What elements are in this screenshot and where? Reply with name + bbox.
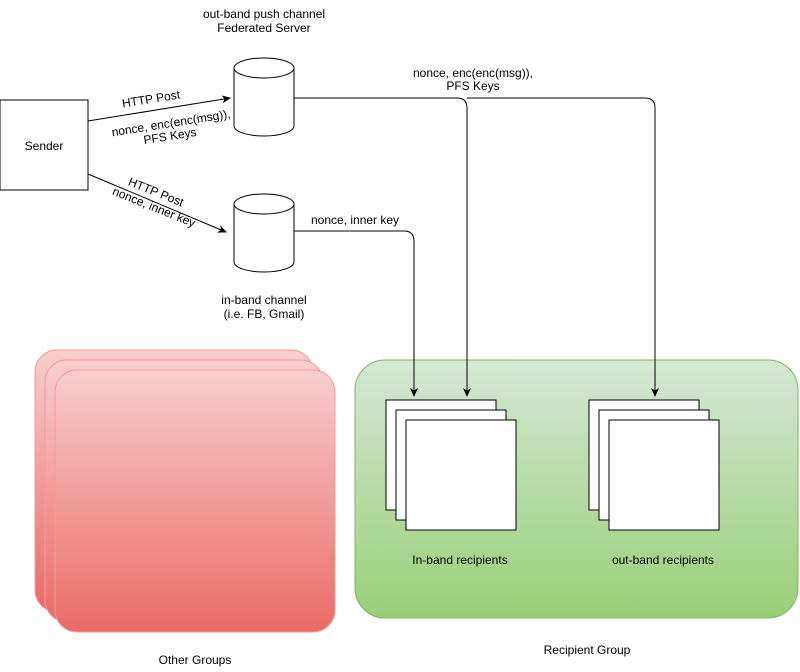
edge-server-to-inband-recipients	[294, 97, 471, 397]
edge-label-inband-recipients: nonce, inner key	[311, 213, 400, 227]
sender-node	[0, 99, 89, 191]
edge-sender-to-server	[87, 95, 231, 122]
federated-server-title-line2: Federated Server	[217, 21, 311, 35]
edge-label-server-recipients-line2: PFS Keys	[446, 79, 500, 93]
in-band-recipients-stack	[385, 399, 517, 531]
out-band-recipient-card-front	[608, 419, 720, 531]
in-band-recipient-card-front	[405, 419, 517, 531]
other-groups-stack	[34, 349, 336, 633]
out-band-recipients-label: out-band recipients	[611, 553, 715, 567]
federated-server-title-line1: out-band push channel	[202, 7, 326, 21]
other-groups-card-front	[54, 369, 336, 633]
in-band-channel-label-line1: in-band channel	[221, 293, 307, 307]
sender-label: Sender	[24, 139, 64, 153]
out-band-recipients-stack	[588, 399, 720, 531]
edge-label-server-recipients-line1: nonce, enc(enc(msg)),	[412, 66, 534, 80]
in-band-recipients-label: In-band recipients	[412, 553, 508, 567]
in-band-channel-cylinder	[233, 193, 295, 273]
edge-sender-to-inband	[87, 173, 227, 233]
edge-server-to-outband-recipients	[467, 97, 659, 397]
edge-inband-to-recipients	[294, 230, 418, 397]
recipient-group-label: Recipient Group	[543, 643, 631, 657]
in-band-channel-label-line2: (i.e. FB, Gmail)	[223, 307, 305, 321]
federated-server-cylinder	[233, 57, 295, 137]
other-groups-label: Other Groups	[158, 653, 232, 667]
